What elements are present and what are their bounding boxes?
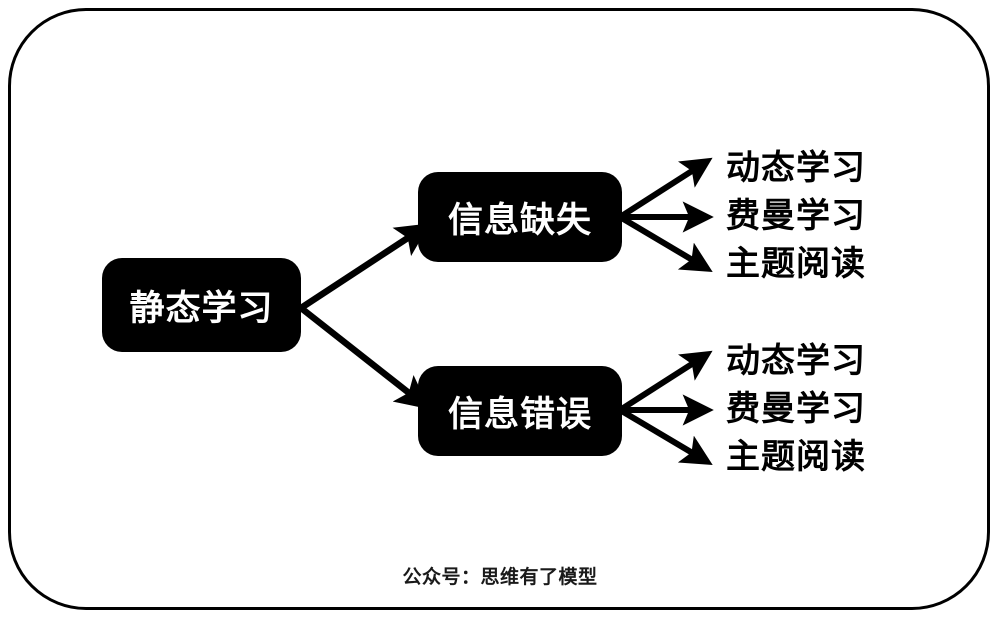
node-root[interactable]: 静态学习 [102, 258, 301, 352]
leaf-branch2-feynman-learning: 费曼学习 [726, 389, 866, 429]
leaf-branch1-thematic-reading: 主题阅读 [726, 244, 866, 284]
leaf-branch1-feynman-learning: 费曼学习 [726, 196, 866, 236]
leaf-branch1-dynamic-learning: 动态学习 [726, 148, 866, 188]
node-branch-information-missing[interactable]: 信息缺失 [418, 172, 622, 262]
leaf-branch2-dynamic-learning: 动态学习 [726, 341, 866, 381]
outer-frame [8, 8, 990, 610]
arrow-branch-1-to-leaf-3 [618, 214, 713, 272]
arrow-root-to-branch-1 [299, 223, 431, 311]
arrow-root-to-branch-2 [298, 305, 430, 410]
arrow-branch-2-to-leaf-1 [618, 350, 713, 413]
footer-caption: 公众号：思维有了模型 [402, 566, 598, 588]
leaf-branch2-thematic-reading: 主题阅读 [726, 437, 866, 477]
node-branch-information-error[interactable]: 信息错误 [418, 366, 622, 456]
arrow-branch-2-to-leaf-3 [618, 407, 713, 465]
arrow-branch-1-to-leaf-1 [618, 157, 713, 220]
